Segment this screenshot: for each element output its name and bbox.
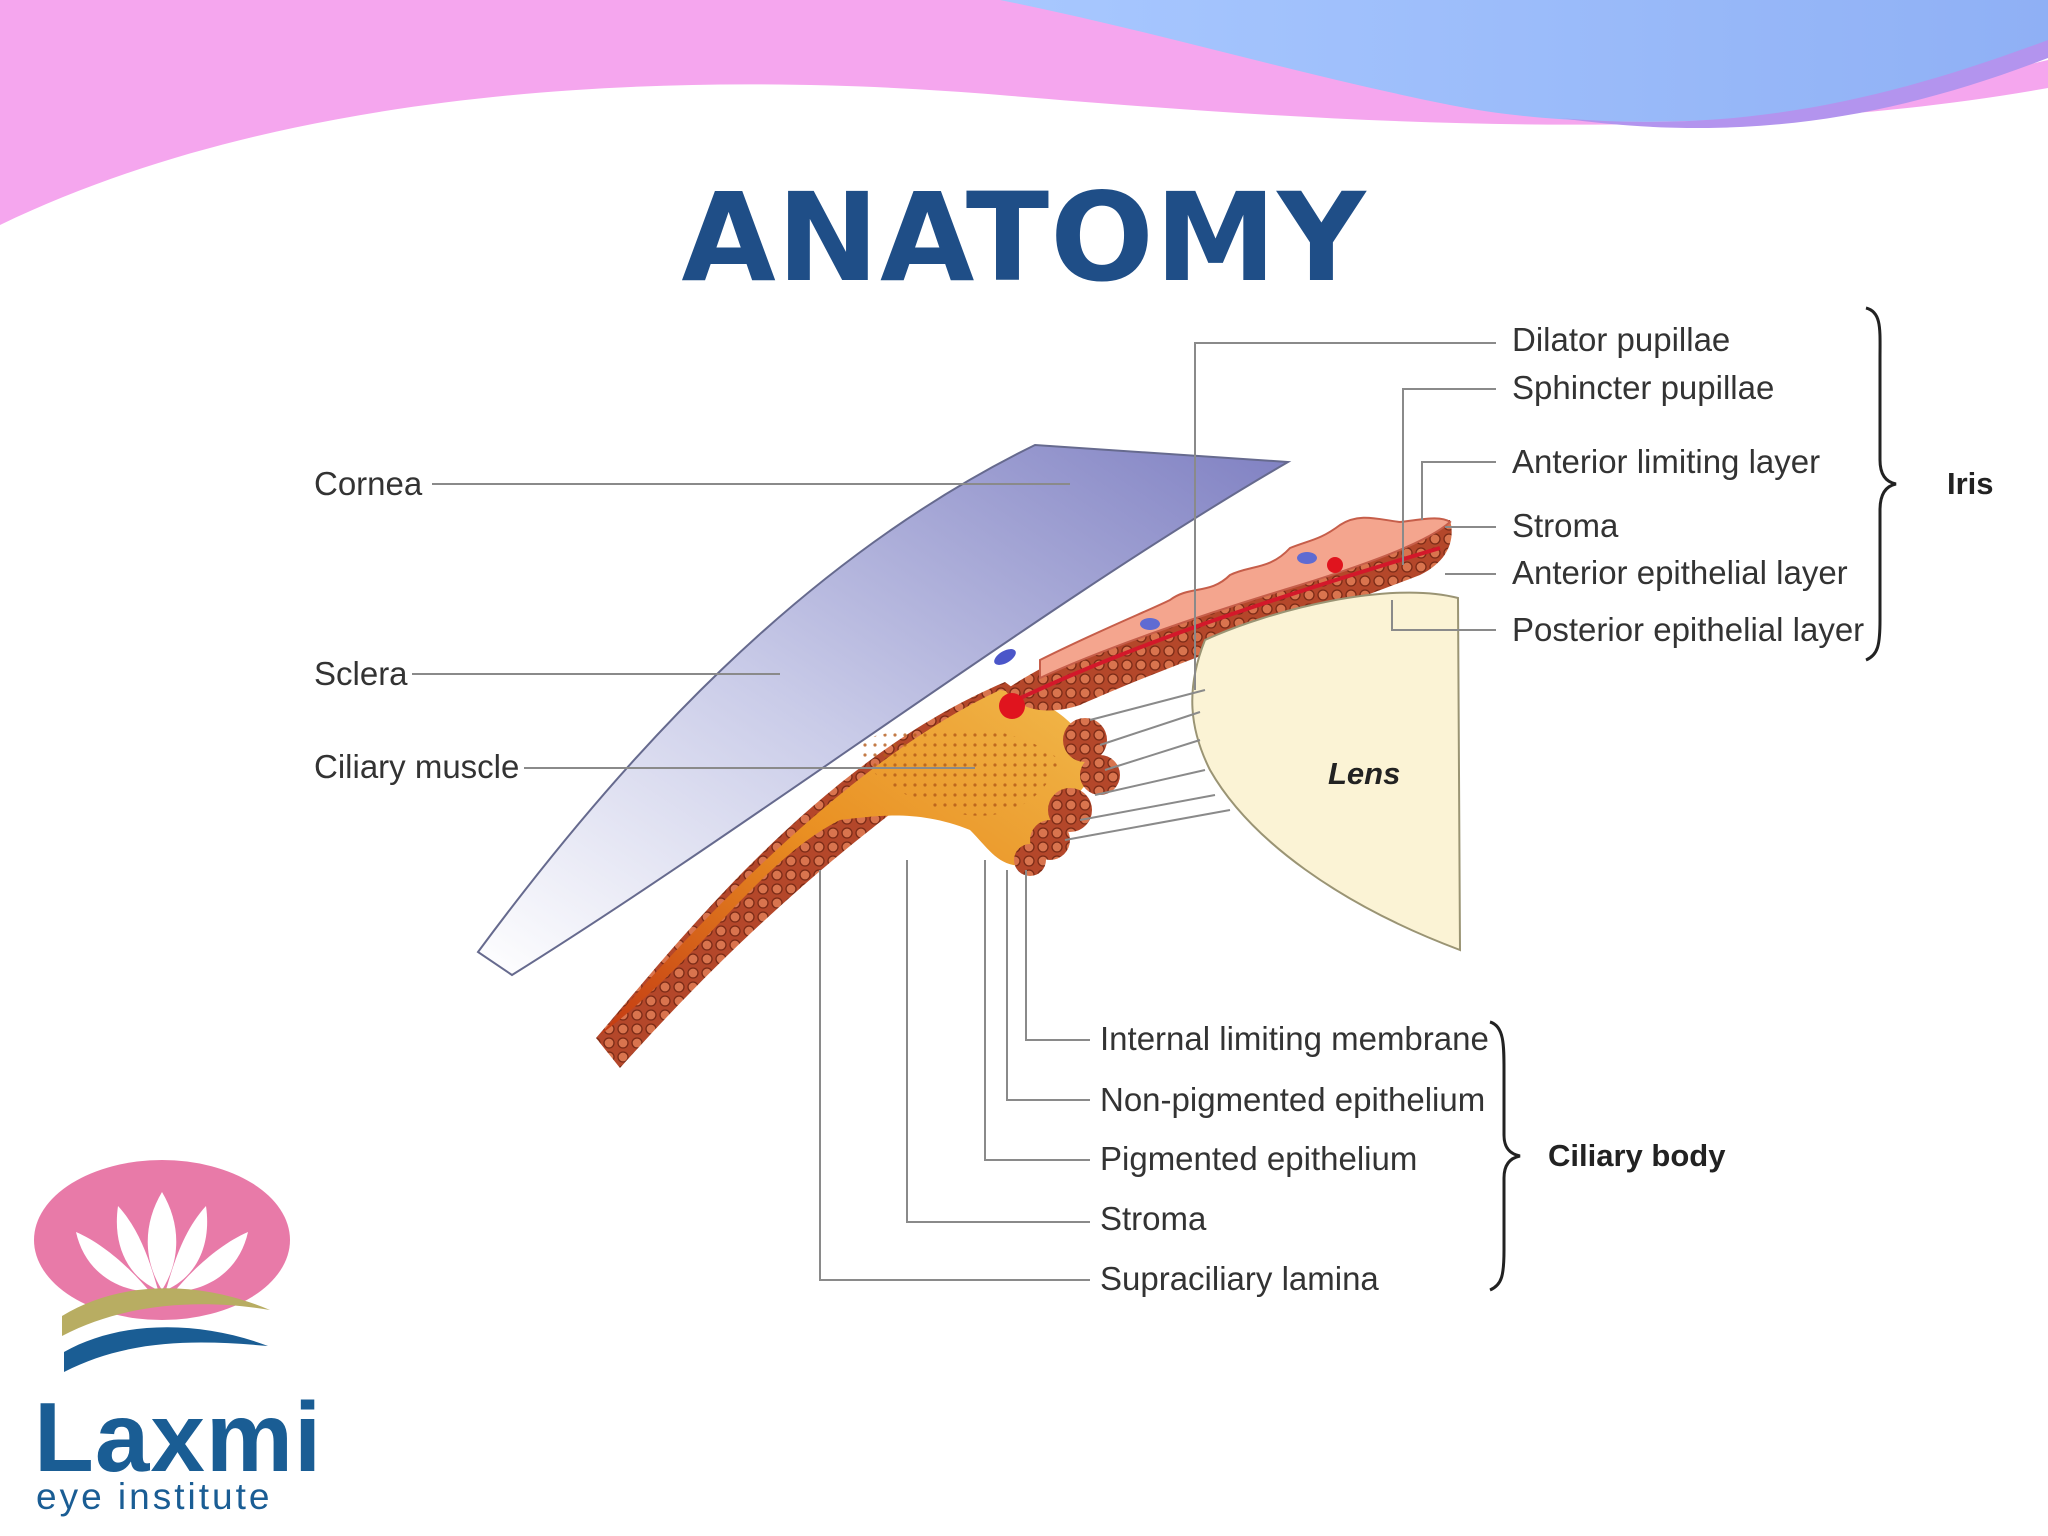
leader-sphincter-pupillae: [1402, 388, 1496, 565]
label-iris-layer-sphincter: Sphincter pupillae: [1512, 369, 1774, 406]
cornea-sclera-shape: [476, 443, 1292, 977]
lens-shape: [1191, 591, 1462, 952]
slide-title: ANATOMY: [681, 166, 1367, 309]
logo-subtitle: eye institute: [36, 1476, 273, 1517]
iris-vessel-dot: [1327, 557, 1343, 573]
label-sclera: Sclera: [314, 655, 408, 692]
banner-blue-wave: [1000, 0, 2048, 122]
leader-dilator-pupillae: [1194, 342, 1196, 690]
lotus-icon: [34, 1160, 290, 1372]
label-ciliary-layer-stroma: Stroma: [1100, 1200, 1207, 1237]
header-banner: [0, 0, 2048, 225]
label-ciliary-layer-pigmented: Pigmented epithelium: [1100, 1140, 1417, 1177]
label-cornea: Cornea: [314, 465, 423, 502]
logo: [0, 1140, 340, 1536]
banner-pink-wave: [0, 0, 2048, 225]
zonular-fibres: [1064, 689, 1231, 841]
label-ciliary-layer-internal-limiting: Internal limiting membrane: [1100, 1020, 1489, 1057]
major-arterial-circle: [999, 693, 1025, 719]
leader-stroma-ciliary: [906, 860, 1090, 1223]
label-ciliary-layer-non-pigmented: Non-pigmented epithelium: [1100, 1081, 1485, 1118]
ciliary-brace: [1489, 1020, 1521, 1292]
label-iris-layer-dilator: Dilator pupillae: [1512, 321, 1730, 358]
leader-posterior-epithelial: [1391, 600, 1496, 631]
ciliary-processes: [1014, 718, 1120, 876]
logo-name: Laxmi: [34, 1382, 323, 1492]
ciliary-muscle-texture: [860, 726, 1060, 816]
label-lens: Lens: [1328, 756, 1400, 791]
label-iris-layer-posterior-epithelial: Posterior epithelial layer: [1512, 611, 1864, 648]
iris-brace: [1865, 306, 1897, 662]
label-iris-layer-anterior-epithelial: Anterior epithelial layer: [1512, 554, 1848, 591]
iris-nucleus-1: [1140, 618, 1160, 630]
label-iris-layer-stroma: Stroma: [1512, 507, 1619, 544]
leader-non-pigmented: [1006, 870, 1090, 1101]
cornea-nucleus: [994, 649, 1016, 665]
leader-pigmented: [984, 860, 1090, 1161]
leader-supraciliary: [819, 870, 1090, 1281]
label-ciliary-group: Ciliary body: [1548, 1138, 1726, 1173]
label-ciliary-layer-supraciliary: Supraciliary lamina: [1100, 1260, 1379, 1297]
leader-anterior-limiting: [1421, 461, 1496, 520]
label-ciliary-muscle: Ciliary muscle: [314, 748, 519, 785]
label-iris-group: Iris: [1947, 466, 1994, 501]
leader-internal-limiting: [1025, 870, 1090, 1041]
label-iris-layer-anterior-limiting: Anterior limiting layer: [1512, 443, 1820, 480]
iris-nucleus-2: [1297, 552, 1317, 564]
iris-stroma-shape: [1039, 516, 1452, 680]
banner-violet-edge: [1560, 40, 2048, 129]
